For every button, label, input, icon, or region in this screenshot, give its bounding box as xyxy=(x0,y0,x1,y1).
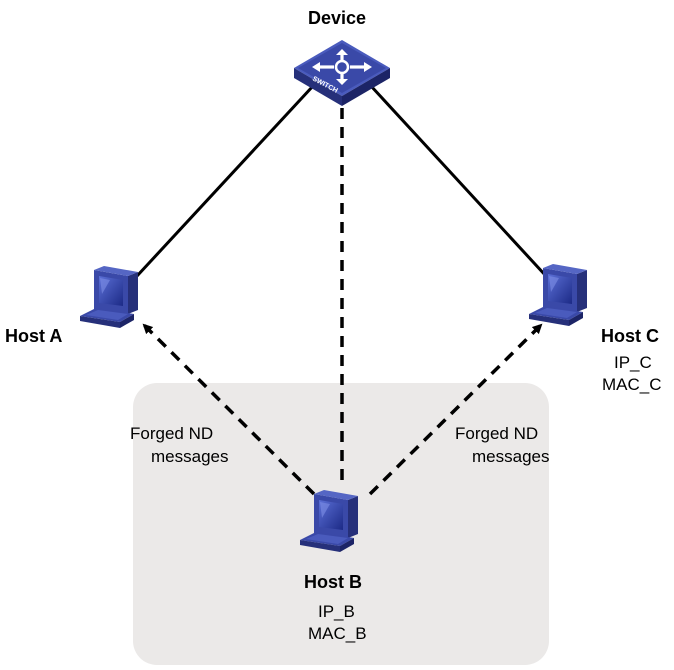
host-a-label: Host A xyxy=(5,326,63,346)
forged-message-right-line1: Forged ND xyxy=(455,424,539,443)
device-label: Device xyxy=(308,8,367,28)
forged-message-left-line2: messages xyxy=(151,447,229,466)
host-b-mac: MAC_B xyxy=(308,624,367,643)
forged-message-right-line2: messages xyxy=(472,447,550,466)
host-c-label: Host C xyxy=(601,326,659,346)
link-device-host-a xyxy=(135,84,315,278)
host-a-computer-icon xyxy=(80,266,138,328)
host-c-mac: MAC_C xyxy=(602,375,662,394)
host-b-label: Host B xyxy=(304,572,362,592)
host-b-ip: IP_B xyxy=(318,602,355,621)
switch-icon: SWITCH xyxy=(294,40,390,106)
host-c-computer-icon xyxy=(529,264,587,326)
forged-arrow-to-host-a xyxy=(142,323,316,496)
forged-message-left-line1: Forged ND xyxy=(130,424,214,443)
host-c-ip: IP_C xyxy=(614,353,652,372)
forged-arrow-to-host-c xyxy=(368,323,543,496)
link-device-host-c xyxy=(369,84,548,278)
